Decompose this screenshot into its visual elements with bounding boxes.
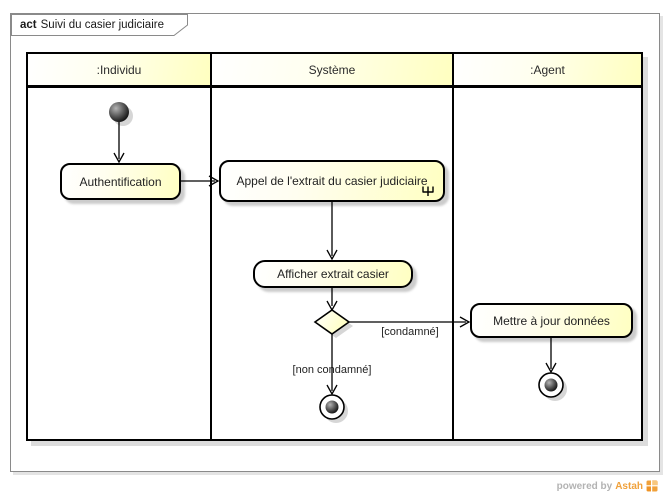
frame-tab-pentagon xyxy=(11,14,188,36)
lane-agent: :Agent xyxy=(454,54,641,439)
lane-systeme: Système xyxy=(212,54,454,439)
action-label: Afficher extrait casier xyxy=(277,267,389,281)
frame-title-tab: act Suivi du casier judiciaire xyxy=(11,14,189,37)
swimlane-plane: :Individu Système :Agent xyxy=(26,52,643,441)
powered-by: powered by Astah xyxy=(557,480,658,492)
lane-label: :Individu xyxy=(96,62,142,77)
diagram-title: act Suivi du casier judiciaire xyxy=(11,14,190,36)
lane-label: Système xyxy=(308,62,356,77)
action-afficher-extrait: Afficher extrait casier xyxy=(253,260,413,288)
powered-by-text: powered by xyxy=(556,480,613,492)
action-authentification: Authentification xyxy=(60,163,181,200)
lane-header-individu: :Individu xyxy=(28,54,210,88)
rake-icon xyxy=(422,186,434,196)
action-mettre-a-jour: Mettre à jour données xyxy=(470,303,633,338)
frame-keyword: act xyxy=(20,19,37,31)
lane-label: :Agent xyxy=(530,62,565,77)
guard-condamne: [condamné] xyxy=(381,326,439,338)
action-label: Appel de l'extrait du casier judiciaire xyxy=(236,174,428,188)
astah-logo-icon[interactable] xyxy=(646,480,658,492)
lane-header-systeme: Système xyxy=(212,54,452,88)
action-appel-extrait: Appel de l'extrait du casier judiciaire xyxy=(219,160,445,202)
uml-frame: act Suivi du casier judiciaire :Individu… xyxy=(10,13,660,472)
lane-individu: :Individu xyxy=(28,54,212,439)
lane-header-agent: :Agent xyxy=(454,54,641,88)
guard-non-condamne: [non condamné] xyxy=(292,364,372,376)
action-label: Authentification xyxy=(79,174,162,189)
action-label: Mettre à jour données xyxy=(493,313,610,328)
frame-title-text: Suivi du casier judiciaire xyxy=(40,19,164,31)
astah-brand-link[interactable]: Astah xyxy=(615,480,643,492)
